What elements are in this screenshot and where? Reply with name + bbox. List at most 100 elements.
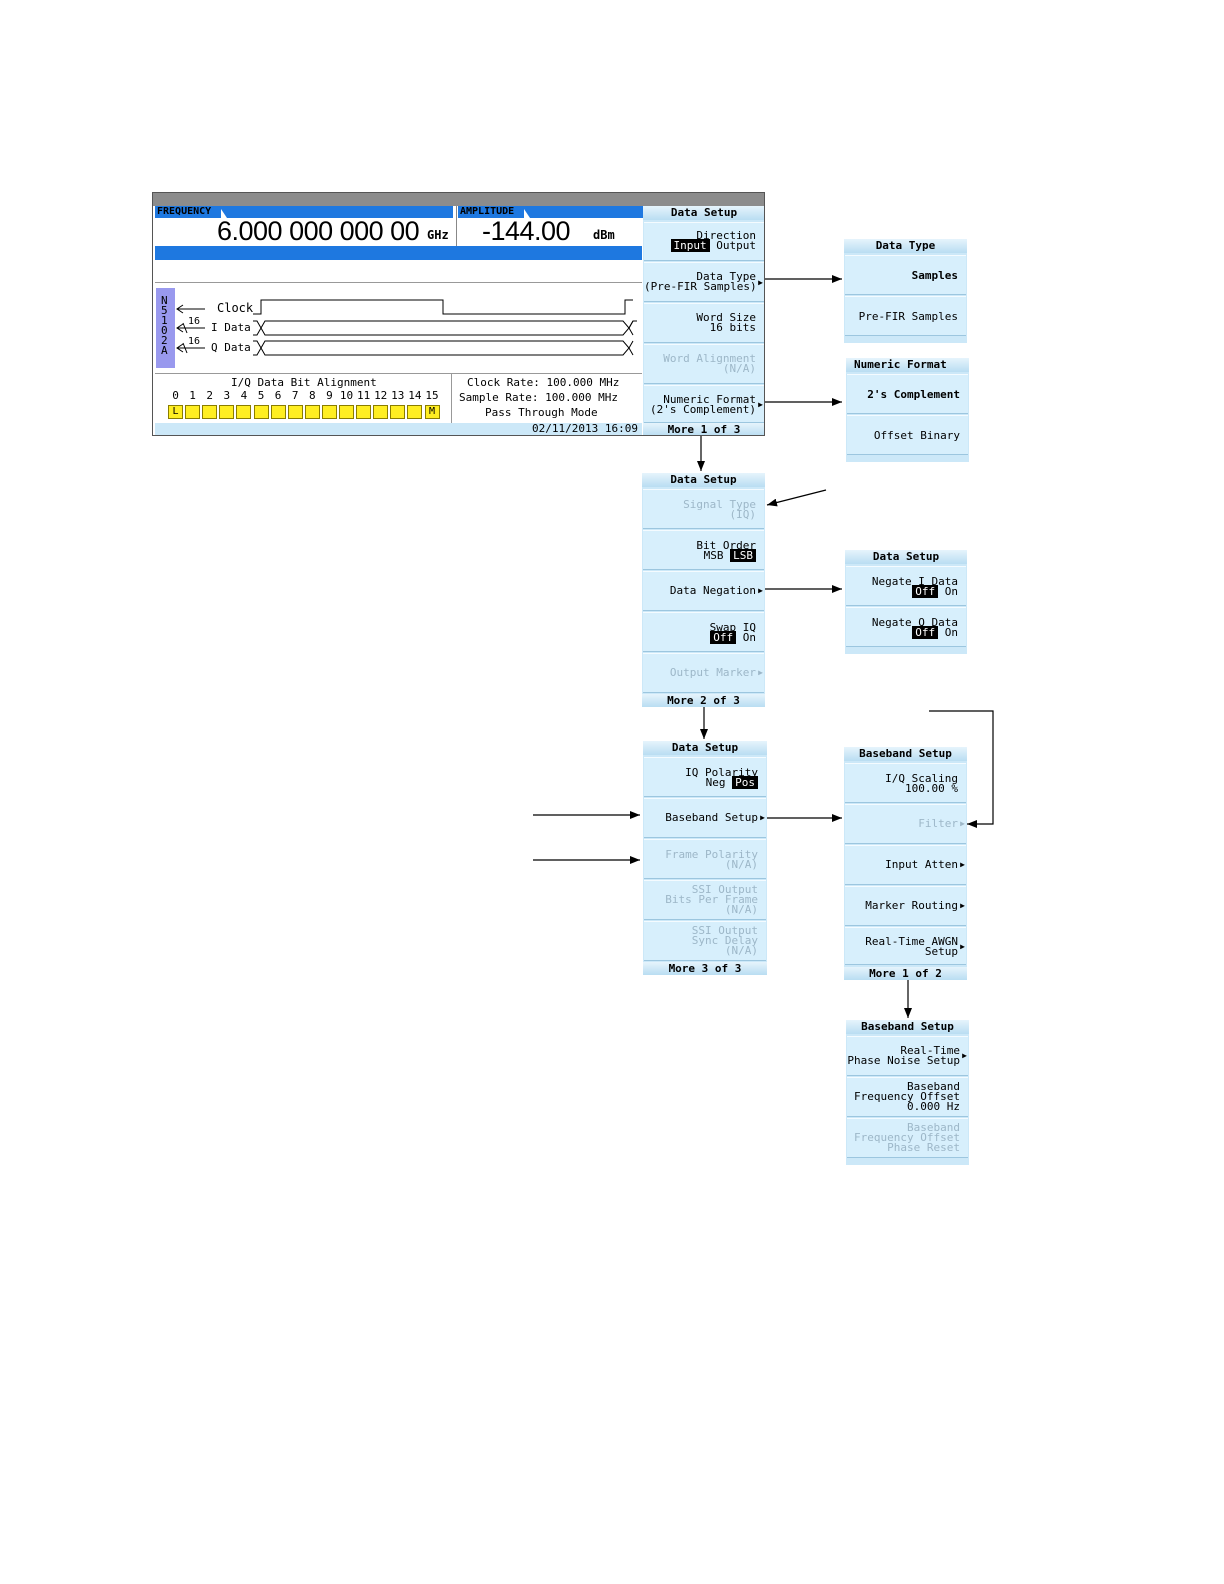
negate-i-on: On [944, 585, 958, 598]
awgn-setup-key[interactable]: Real-Time AWGN Setup ▶ [845, 927, 966, 965]
menu-title: Data Setup [643, 741, 767, 755]
key-label: Numeric Format [663, 393, 756, 406]
key-value: (N/A) [724, 903, 758, 916]
key-value: 0.000 Hz [907, 1100, 960, 1113]
instrument-screen: FREQUENCY 6.000 000 000 00 GHz AMPLITUDE… [152, 192, 765, 436]
bit-number: 3 [223, 389, 231, 402]
filter-key[interactable]: Filter ▶ [845, 804, 966, 844]
twos-complement-key[interactable]: 2's Complement [847, 374, 968, 414]
bit-number: 6 [274, 389, 282, 402]
iq-scaling-key[interactable]: I/Q Scaling 100.00 % [845, 763, 966, 803]
submenu-arrow-icon: ▶ [960, 860, 965, 869]
key-label: Swap IQ [709, 621, 756, 634]
baseband-setup-key[interactable]: Baseband Setup ▶ [644, 798, 766, 838]
key-label: Phase Noise Setup [847, 1054, 960, 1067]
bit-number: 5 [257, 389, 265, 402]
bit-number: 15 [425, 389, 439, 402]
frequency-area: FREQUENCY 6.000 000 000 00 GHz [155, 206, 455, 246]
timing-diagram [176, 299, 637, 356]
key-label: Baseband [907, 1080, 960, 1093]
key-label: Frame Polarity [665, 848, 758, 861]
bit-box [236, 405, 252, 419]
data-negation-key[interactable]: Data Negation ▶ [643, 571, 764, 611]
bit-number: 13 [391, 389, 405, 402]
frequency-header-bar [219, 206, 453, 218]
baseband-setup-menu-2: Baseband Setup Real-Time Phase Noise Set… [846, 1020, 969, 1165]
key-label: Marker Routing [865, 899, 958, 912]
more-key[interactable]: More 1 of 2 [844, 967, 967, 980]
bit-box [356, 405, 372, 419]
iq-polarity-key[interactable]: IQ Polarity Neg Pos [644, 757, 766, 797]
bit-order-key[interactable]: Bit Order MSB LSB [643, 530, 764, 570]
ssi-sync-delay-key[interactable]: SSI Output Sync Delay (N/A) [644, 921, 766, 961]
swap-iq-key[interactable]: Swap IQ Off On [643, 612, 764, 652]
key-label: Bit Order [696, 539, 756, 552]
data-type-key[interactable]: Data Type (Pre-FIR Samples) ▶ [644, 262, 764, 302]
input-atten-key[interactable]: Input Atten ▶ [845, 845, 966, 885]
numeric-format-key[interactable]: Numeric Format (2's Complement) ▶ [644, 385, 764, 423]
submenu-arrow-icon: ▶ [758, 668, 763, 677]
frequency-unit: GHz [427, 228, 449, 242]
marker-routing-key[interactable]: Marker Routing ▶ [845, 886, 966, 926]
key-label: Word Size [696, 311, 756, 324]
bit-number: 7 [291, 389, 299, 402]
amplitude-header-bar [522, 206, 644, 218]
bit-number: 9 [326, 389, 333, 402]
bit-order-lsb: LSB [730, 549, 756, 562]
output-marker-key[interactable]: Output Marker ▶ [643, 653, 764, 693]
negate-q-off: Off [912, 626, 939, 639]
status-bar [155, 246, 642, 260]
bit-box: L [168, 405, 183, 419]
more-key[interactable]: More 1 of 3 [643, 423, 764, 435]
key-label: Real-Time [900, 1044, 960, 1057]
divider-lower [155, 373, 642, 374]
offset-binary-key[interactable]: Offset Binary [847, 415, 968, 455]
bit-box: M [424, 405, 440, 419]
samples-key[interactable]: Samples [845, 255, 966, 295]
frequency-offset-key[interactable]: Baseband Frequency Offset 0.000 Hz [847, 1077, 968, 1117]
ssi-bits-per-frame-key[interactable]: SSI Output Bits Per Frame (N/A) [644, 880, 766, 920]
direction-key[interactable]: Direction Input Output [644, 222, 764, 261]
negate-i-key[interactable]: Negate I Data Off On [846, 566, 966, 606]
key-value: (Pre-FIR Samples) [644, 280, 757, 293]
more-key[interactable]: More 2 of 3 [642, 694, 765, 707]
more-key[interactable]: More 3 of 3 [643, 962, 767, 975]
bit-box [185, 405, 201, 419]
negate-i-off: Off [912, 585, 939, 598]
key-label: Data Negation [669, 584, 756, 597]
bit-box [390, 405, 406, 419]
submenu-arrow-icon: ▶ [760, 813, 765, 822]
menu-title: Data Setup [643, 206, 764, 220]
key-label: Phase Reset [887, 1141, 960, 1154]
bit-number: 8 [308, 389, 316, 402]
key-value: 16 bits [709, 321, 756, 334]
signal-type-key[interactable]: Signal Type (IQ) [643, 489, 764, 529]
bit-box [270, 405, 286, 419]
pre-fir-samples-key[interactable]: Pre-FIR Samples [845, 296, 966, 336]
key-label: Bits Per Frame [665, 893, 758, 906]
key-label: Direction [696, 229, 756, 242]
i-data-label: I Data [211, 321, 251, 334]
bit-box [321, 405, 337, 419]
submenu-arrow-icon: ▶ [758, 586, 763, 595]
frame-polarity-key[interactable]: Frame Polarity (N/A) [644, 839, 766, 879]
frequency-value[interactable]: 6.000 000 000 00 [217, 216, 420, 246]
negate-q-key[interactable]: Negate Q Data Off On [846, 607, 966, 647]
clock-label: Clock [217, 301, 254, 315]
word-alignment-key[interactable]: Word Alignment (N/A) [644, 344, 764, 384]
mode-label: Pass Through Mode [485, 406, 598, 419]
key-label: SSI Output [691, 924, 758, 937]
bit-number: 0 [172, 389, 179, 402]
baseband-setup-menu-1: Baseband Setup I/Q Scaling 100.00 % Filt… [844, 747, 967, 980]
direction-output: Output [716, 239, 756, 252]
phase-noise-setup-key[interactable]: Real-Time Phase Noise Setup ▶ [847, 1036, 968, 1076]
bit-number: 11 [356, 389, 371, 402]
amplitude-value[interactable]: -144.00 [482, 216, 571, 246]
key-value: (N/A) [724, 944, 758, 957]
submenu-arrow-icon: ▶ [758, 400, 763, 409]
swap-iq-on: On [742, 631, 756, 644]
key-label: Baseband Setup [665, 811, 758, 824]
word-size-key[interactable]: Word Size 16 bits [644, 303, 764, 343]
phase-reset-key[interactable]: Baseband Frequency Offset Phase Reset [847, 1118, 968, 1158]
arrow-signal-type-note [766, 489, 827, 507]
